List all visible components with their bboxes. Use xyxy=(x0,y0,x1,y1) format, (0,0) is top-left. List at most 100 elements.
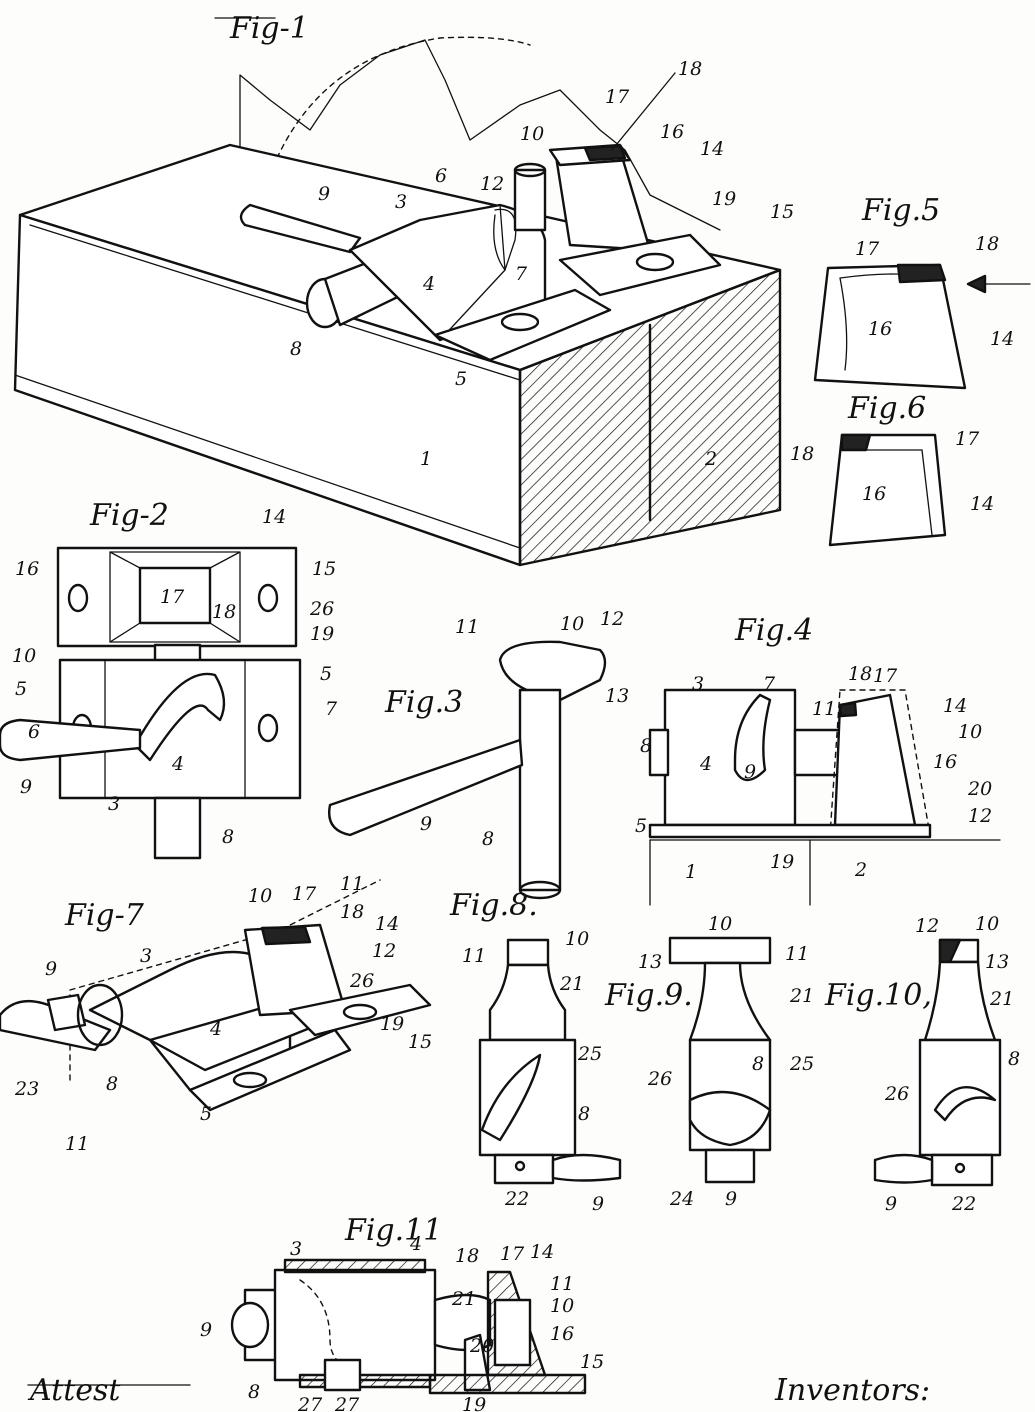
fig7-ref: 23 xyxy=(14,1078,39,1100)
fig5-title: Fig.5 xyxy=(861,193,940,228)
figure-5: Fig.5 17 18 16 14 xyxy=(813,193,1031,390)
fig1-ref: 12 xyxy=(480,173,504,195)
figure-1: Fig-1 18 17 xyxy=(13,11,794,567)
fig4-title: Fig.4 xyxy=(734,613,813,648)
fig1-ref: 14 xyxy=(700,138,724,160)
fig9-ref: 21 xyxy=(789,985,814,1007)
fig5-ref: 17 xyxy=(855,238,880,260)
fig2-ref: 19 xyxy=(310,623,334,645)
fig2-ref: 4 xyxy=(171,753,184,775)
fig11-ref: 18 xyxy=(455,1245,479,1267)
fig10-ref: 8 xyxy=(1008,1048,1020,1070)
fig3-ref: 10 xyxy=(560,613,584,635)
fig4-ref: 1 xyxy=(685,861,697,883)
fig7-ref: 11 xyxy=(65,1133,89,1155)
fig11-ref: 10 xyxy=(550,1295,574,1317)
fig4-ref: 10 xyxy=(958,721,982,743)
fig2-ref: 5 xyxy=(15,678,27,700)
fig2-ref: 3 xyxy=(108,793,120,815)
fig9-title: Fig.9. xyxy=(604,978,693,1013)
fig11-ref: 27 xyxy=(334,1394,360,1412)
fig11-ref: 27 xyxy=(297,1394,323,1412)
fig3-ref: 9 xyxy=(420,813,432,835)
fig7-ref: 12 xyxy=(372,940,396,962)
fig4-ref: 19 xyxy=(770,851,794,873)
fig8-ref: 8 xyxy=(578,1103,590,1125)
fig6-ref: 17 xyxy=(955,428,980,450)
fig6-ref: 16 xyxy=(862,483,886,505)
fig10-ref: 13 xyxy=(985,951,1009,973)
fig10-ref: 26 xyxy=(884,1083,909,1105)
fig5-ref: 18 xyxy=(975,233,999,255)
fig11-ref: 14 xyxy=(530,1241,554,1263)
fig9-ref: 25 xyxy=(789,1053,814,1075)
fig8-title: Fig.8. xyxy=(449,888,538,923)
fig1-ref: 3 xyxy=(395,191,407,213)
fig11-ref: 15 xyxy=(580,1351,604,1373)
fig9-ref: 10 xyxy=(708,913,732,935)
fig4-ref: 11 xyxy=(812,698,836,720)
fig10-ref: 12 xyxy=(915,915,939,937)
fig2-ref: 18 xyxy=(212,601,236,623)
fig11-ref: 9 xyxy=(200,1319,212,1341)
fig2-ref: 26 xyxy=(309,598,334,620)
fig3-title: Fig.3 xyxy=(384,685,463,720)
fig11-ref: 8 xyxy=(248,1381,260,1403)
fig4-ref: 8 xyxy=(640,735,652,757)
fig1-ref: 7 xyxy=(515,263,528,285)
fig1-ref: 16 xyxy=(660,121,684,143)
fig9-ref: 24 xyxy=(669,1188,694,1210)
fig9-ref: 8 xyxy=(752,1053,764,1075)
fig8-ref: 21 xyxy=(559,973,584,995)
fig4-ref: 12 xyxy=(968,805,992,827)
fig4-ref: 7 xyxy=(763,673,776,695)
figure-8: Fig.8. 11 10 21 25 8 22 9 xyxy=(449,888,622,1215)
fig1-ref: 17 xyxy=(605,86,630,108)
fig4-ref: 3 xyxy=(692,673,704,695)
fig11-title: Fig.11 xyxy=(344,1213,442,1248)
fig7-ref: 26 xyxy=(349,970,374,992)
fig1-ref: 5 xyxy=(455,368,467,390)
fig1-ref: 4 xyxy=(422,273,435,295)
fig4-ref: 16 xyxy=(933,751,957,773)
figure-2: Fig-2 14 16 17 18 15 26 19 10 5 5 7 6 4 … xyxy=(0,498,338,860)
fig10-ref: 21 xyxy=(989,988,1014,1010)
fig2-ref: 14 xyxy=(262,506,286,528)
fig1-ref: 6 xyxy=(435,165,447,187)
fig3-ref: 12 xyxy=(600,608,624,630)
fig4-ref: 20 xyxy=(967,778,992,800)
fig7-ref: 15 xyxy=(408,1031,432,1053)
fig2-ref: 6 xyxy=(28,721,40,743)
fig4-ref: 18 xyxy=(848,663,872,685)
fig9-ref: 13 xyxy=(638,951,662,973)
fig7-ref: 4 xyxy=(209,1018,222,1040)
fig1-ref: 15 xyxy=(770,201,794,223)
fig1-ref: 18 xyxy=(678,58,702,80)
fig2-ref: 9 xyxy=(20,776,32,798)
fig7-ref: 3 xyxy=(140,945,152,967)
fig11-ref: 19 xyxy=(462,1394,486,1412)
fig7-ref: 14 xyxy=(375,913,399,935)
fig1-ref: 1 xyxy=(420,448,432,470)
inventors-label: Inventors: xyxy=(774,1373,930,1408)
figure-6: Fig.6 18 17 16 14 xyxy=(790,391,994,547)
fig1-title: Fig-1 xyxy=(229,11,309,46)
fig10-ref: 9 xyxy=(885,1193,897,1215)
fig10-title: Fig.10, xyxy=(824,978,932,1013)
fig2-ref: 15 xyxy=(312,558,336,580)
fig4-ref: 14 xyxy=(943,695,967,717)
figure-10: Fig.10, 12 10 13 21 8 26 9 22 xyxy=(824,913,1020,1215)
fig2-ref: 7 xyxy=(325,698,338,720)
fig2-title: Fig-2 xyxy=(89,498,169,533)
fig7-ref: 5 xyxy=(200,1103,212,1125)
fig4-ref: 17 xyxy=(873,665,898,687)
fig8-ref: 10 xyxy=(565,928,589,950)
fig4-ref: 9 xyxy=(744,761,756,783)
fig11-ref: 11 xyxy=(550,1273,574,1295)
fig4-ref: 2 xyxy=(854,859,867,881)
fig6-title: Fig.6 xyxy=(847,391,926,426)
fig7-ref: 10 xyxy=(248,885,272,907)
fig4-ref: 4 xyxy=(699,753,712,775)
